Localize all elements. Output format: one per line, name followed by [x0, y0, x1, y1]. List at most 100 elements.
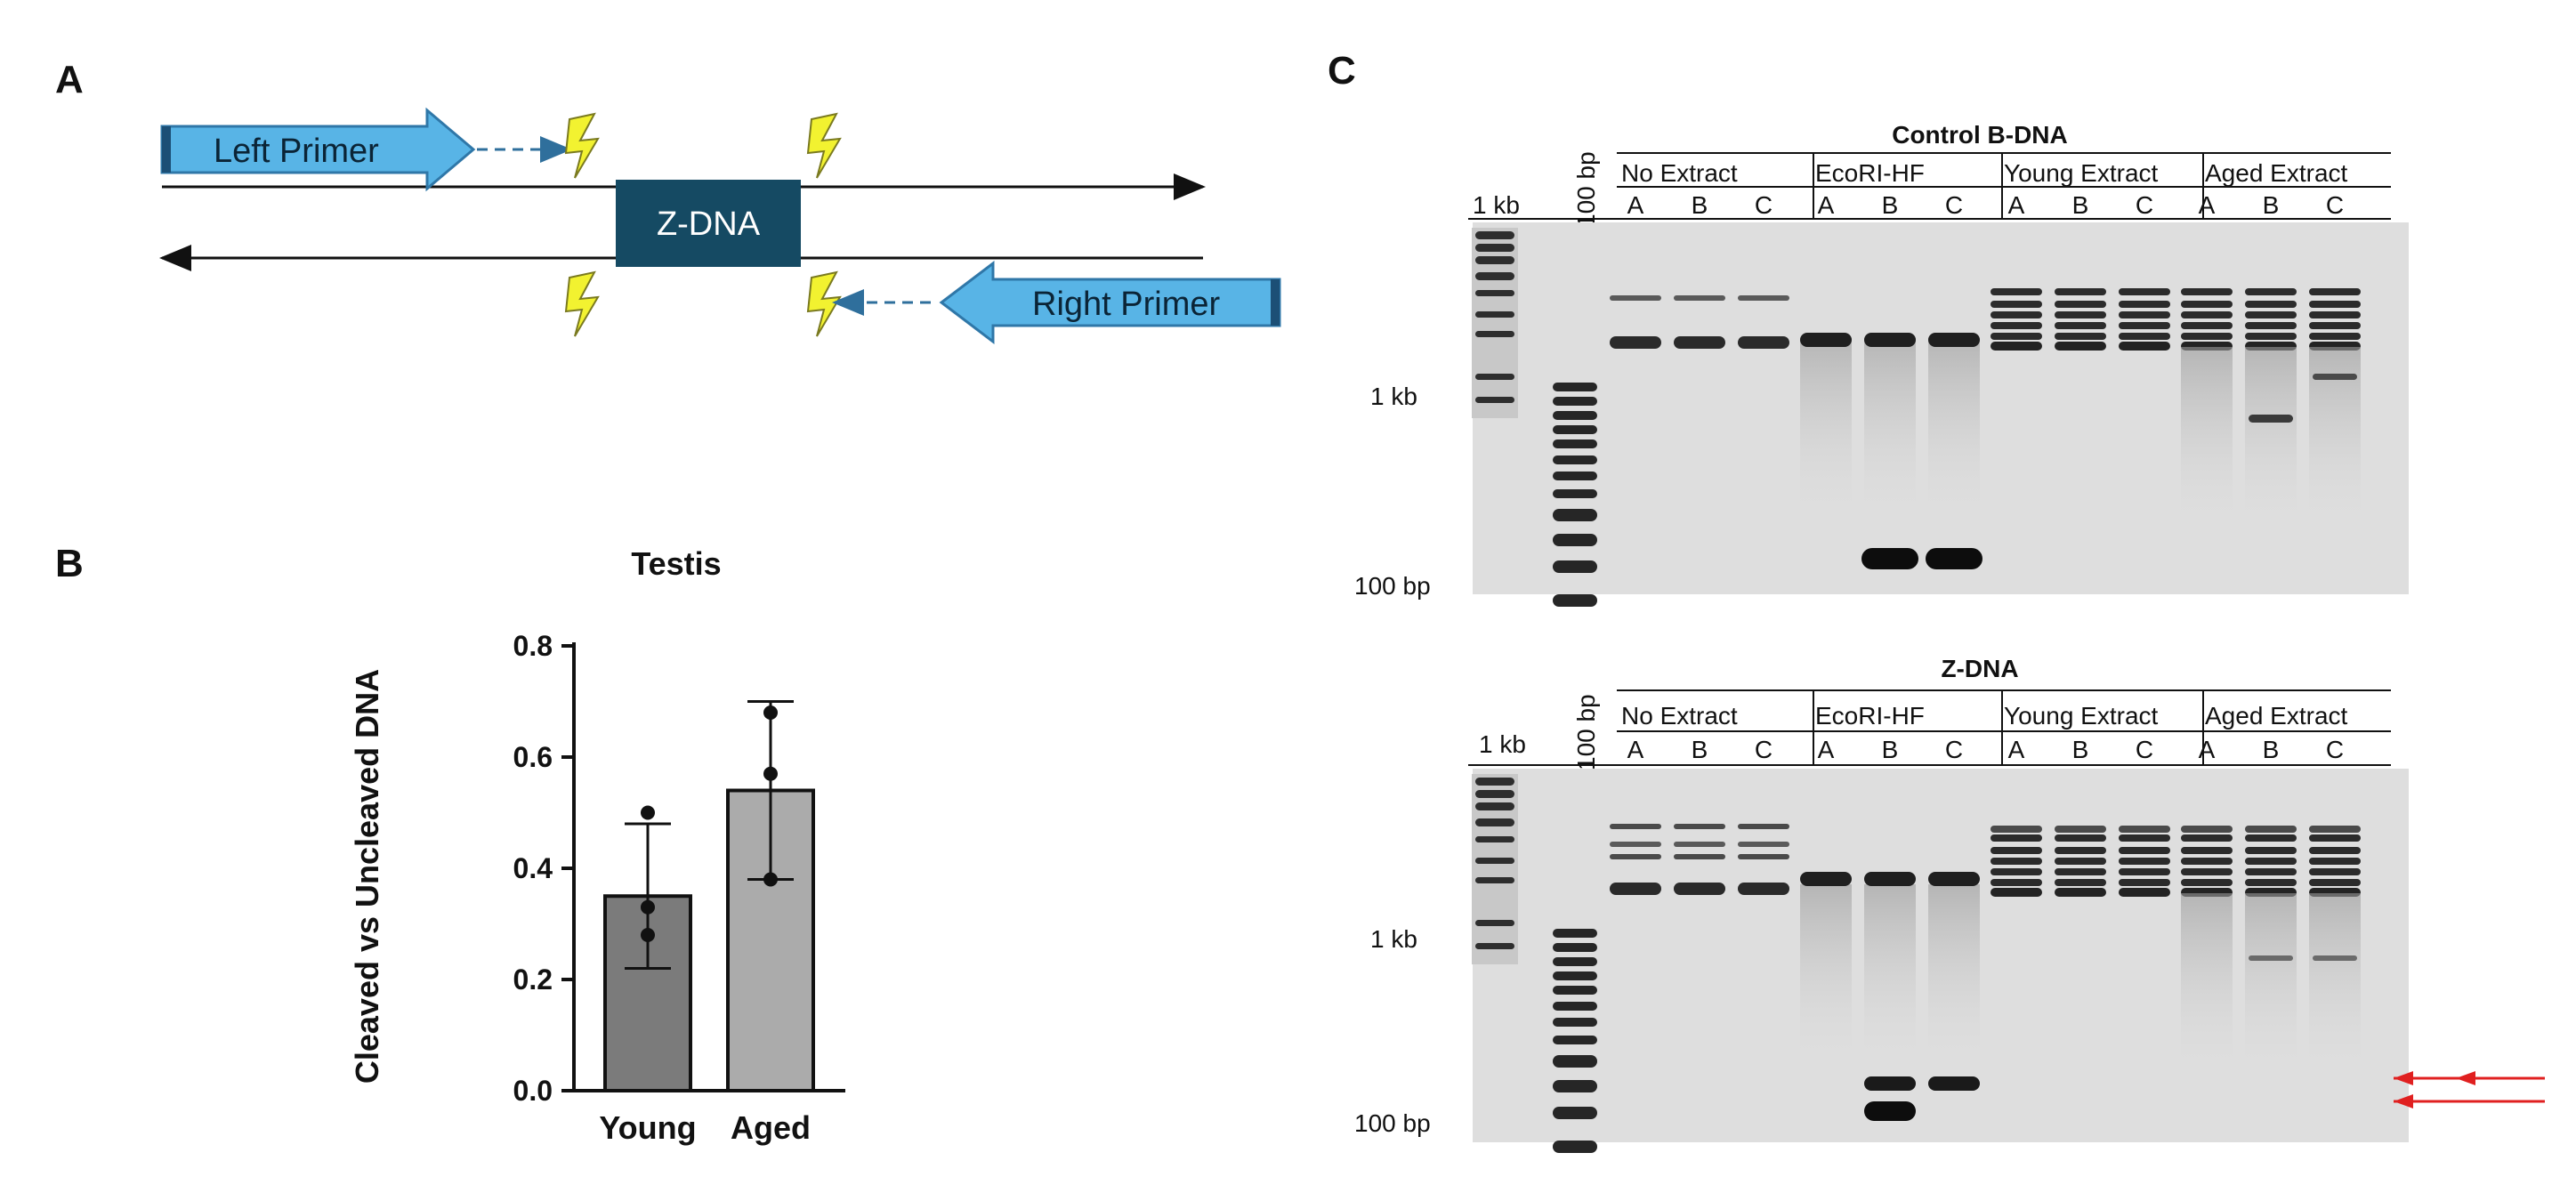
bottom-gel-100bp-side-label: 100 bp — [1354, 1109, 1431, 1137]
gel-band — [1674, 824, 1725, 829]
gel-band — [2119, 301, 2170, 308]
gel-band — [2249, 955, 2293, 961]
gel-lane-label: A — [2008, 736, 2025, 763]
gel-band — [2181, 333, 2233, 340]
gel-band — [2309, 847, 2361, 854]
gel-band — [2245, 311, 2297, 318]
gel-band — [2309, 879, 2361, 886]
gel-group-label: No Extract — [1621, 702, 1738, 730]
gel-group-label: Aged Extract — [2205, 159, 2348, 187]
gel-band — [2119, 322, 2170, 329]
gel-band — [1610, 336, 1661, 349]
gel-group-label: Aged Extract — [2205, 702, 2348, 730]
gel-lane-label: C — [1755, 736, 1773, 763]
panel-a: A Left Primer Z-DNA Right Primer — [55, 58, 1281, 345]
gel-band — [1926, 548, 1982, 569]
x-category-label: Young — [599, 1109, 696, 1146]
gel-band — [1991, 301, 2042, 308]
gel-band — [1475, 943, 1514, 949]
gel-band — [1553, 397, 1597, 406]
panel-b-letter: B — [55, 542, 84, 585]
gel-band — [1475, 920, 1514, 926]
gel-band — [1553, 411, 1597, 420]
chart-title: Testis — [631, 545, 721, 582]
y-tick-label: 0.2 — [513, 963, 553, 996]
gel-band — [2055, 301, 2106, 308]
gel-band — [1553, 489, 1597, 498]
gel-band — [2055, 858, 2106, 865]
gel-band — [2309, 288, 2361, 295]
gel-band — [2119, 888, 2170, 897]
gel-lane-label: A — [2199, 736, 2216, 763]
gel-band — [1553, 1107, 1597, 1119]
top-gel-100bp-side-label: 100 bp — [1354, 572, 1431, 600]
data-point — [641, 899, 655, 915]
gel-band — [2249, 415, 2293, 423]
lightning-icon — [806, 112, 842, 179]
left-primer-label: Left Primer — [214, 133, 379, 170]
gel-band — [1553, 439, 1597, 448]
gel-group-label: Young Extract — [2004, 702, 2159, 730]
gel-band — [1553, 509, 1597, 521]
gel-group-label: No Extract — [1621, 159, 1738, 187]
gel-band — [2313, 374, 2357, 380]
gel-band — [1738, 336, 1789, 349]
data-point — [763, 705, 778, 720]
gel-band — [1553, 986, 1597, 995]
y-tick-label: 0.8 — [513, 630, 553, 662]
gel-band — [2119, 858, 2170, 865]
gel-lane-label: B — [2263, 736, 2280, 763]
top-gel-1kb-side-label: 1 kb — [1370, 383, 1417, 410]
gel-lane-label: C — [1945, 191, 1963, 219]
gel-band — [1991, 888, 2042, 897]
gel-group-label: EcoRI-HF — [1815, 159, 1925, 187]
gel-band — [2055, 888, 2106, 897]
gel-band — [1553, 943, 1597, 952]
gel-band — [1991, 322, 2042, 329]
bar-young — [603, 894, 692, 1092]
gel-band — [2245, 288, 2297, 295]
gel-lane-label: C — [2136, 191, 2153, 219]
gel-band — [2119, 333, 2170, 340]
gel-band — [2245, 301, 2297, 308]
gel-band — [2245, 868, 2297, 875]
gel-band — [1475, 877, 1514, 883]
gel-band — [2309, 333, 2361, 340]
gel-band — [2119, 834, 2170, 842]
gel-lane-label: C — [1755, 191, 1773, 219]
gel-band — [2245, 826, 2297, 833]
gel-band — [2055, 879, 2106, 886]
gel-band — [1475, 311, 1514, 318]
gel-lane-label: B — [2072, 191, 2089, 219]
gel-band — [2309, 858, 2361, 865]
gel-band — [1475, 244, 1514, 252]
gel-band — [1553, 1141, 1597, 1153]
gel-band — [2055, 288, 2106, 295]
red-arrow-head — [2394, 1094, 2413, 1108]
gel-band — [1738, 854, 1789, 859]
gel-band — [2309, 311, 2361, 318]
data-point — [641, 928, 655, 942]
gel-band — [1475, 778, 1514, 786]
gel-lane-label: C — [2326, 191, 2344, 219]
gel-band — [1674, 854, 1725, 859]
lightning-icon — [564, 270, 600, 337]
zdna-box-label: Z-DNA — [657, 206, 761, 243]
gel-band — [1610, 824, 1661, 829]
gel-band — [1991, 847, 2042, 854]
top-gel-title: Control B-DNA — [1892, 121, 2068, 149]
gel-band — [1475, 256, 1514, 264]
gel-band — [1475, 836, 1514, 842]
gel-lane-label: B — [2072, 736, 2089, 763]
gel-group-label: EcoRI-HF — [1815, 702, 1925, 730]
gel-band — [1800, 333, 1852, 347]
bottom-gel-title: Z-DNA — [1941, 655, 2018, 682]
gel-band — [1738, 883, 1789, 895]
gel-band — [1553, 1018, 1597, 1027]
gel-band — [1991, 342, 2042, 351]
gel-band — [2119, 868, 2170, 875]
gel-band — [1991, 826, 2042, 833]
gel-band — [1553, 929, 1597, 938]
